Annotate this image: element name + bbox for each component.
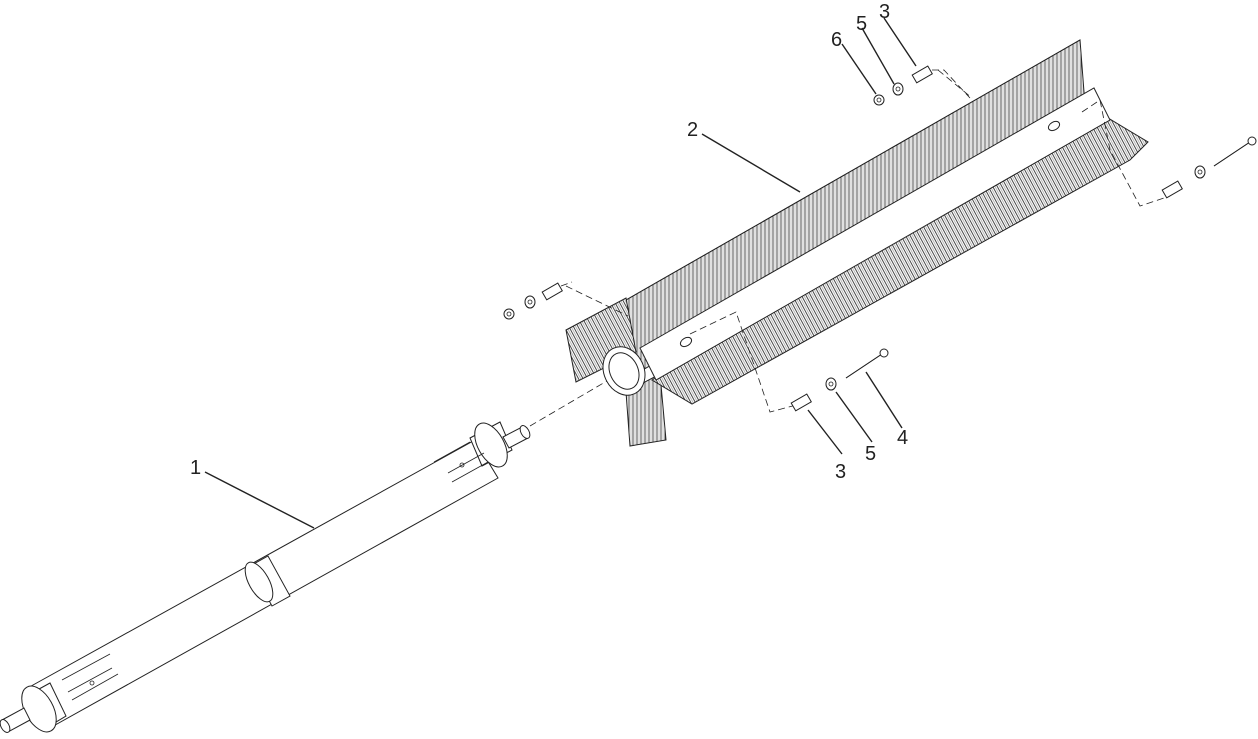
screw-icon	[541, 282, 563, 301]
callout-4: 4	[897, 427, 908, 449]
callout-5-bottom: 5	[865, 443, 876, 465]
fastener-set-top	[873, 65, 971, 106]
callout-2: 2	[687, 119, 698, 141]
nut-icon	[503, 308, 515, 320]
callout-1: 1	[190, 457, 201, 479]
brush-core-tube	[639, 87, 1111, 381]
callout-3-bottom: 3	[835, 461, 846, 483]
washer-icon	[825, 377, 837, 391]
washer-icon	[524, 295, 536, 309]
fastener-set-bottom	[790, 348, 889, 412]
washer-icon	[1194, 165, 1206, 179]
callouts: 1 2 3 3 4 5 5 6	[190, 1, 908, 483]
nut-icon	[873, 94, 885, 106]
leader-lines	[204, 17, 917, 529]
screw-icon	[911, 65, 933, 84]
callout-5-top: 5	[856, 13, 867, 35]
brush-assembly	[565, 39, 1171, 447]
washer-icon	[892, 82, 904, 96]
screw-icon	[790, 393, 812, 412]
shaft-assembly	[0, 377, 613, 733]
brush-flap-left	[565, 297, 637, 383]
callout-6: 6	[831, 29, 842, 51]
fastener-set-right	[1161, 136, 1257, 199]
fastener-set-left	[503, 281, 573, 320]
screw-icon	[1161, 180, 1183, 199]
callout-3-top: 3	[879, 1, 890, 23]
